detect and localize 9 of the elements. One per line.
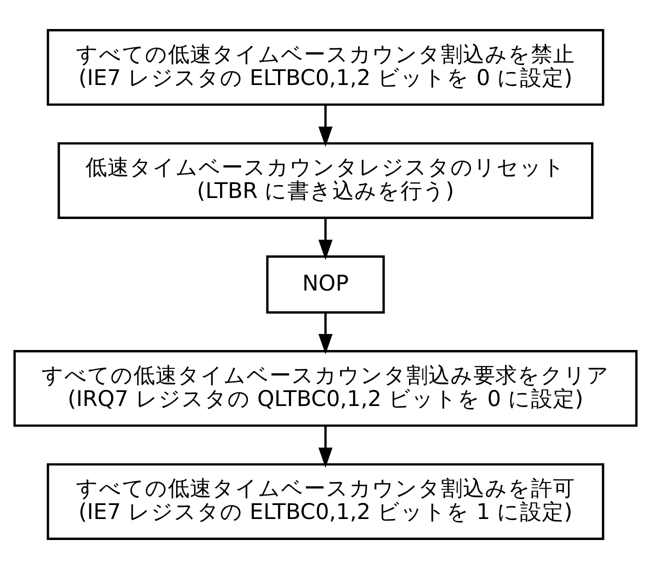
node-box: 低速タイムベースカウンタレジスタのリセット (LTBR に書き込みを行う)	[58, 142, 594, 219]
arrow	[318, 426, 333, 468]
node-box: すべての低速タイムベースカウンタ割込みを許可 (IE7 レジスタの ELTBC0,1,2 ビットを 1 に設定)	[46, 463, 604, 540]
node-box: すべての低速タイムベースカウンタ割込みを禁止 (IE7 レジスタの ELTBC0,1,2 ビットを 0 に設定)	[46, 29, 604, 106]
node-box: すべての低速タイムベースカウンタ割込み要求をクリア (IRQ7 レジスタの QLTBC0,1,2 ビットを 0 に設定)	[13, 350, 638, 427]
arrow	[318, 105, 333, 147]
node-box: NOP	[266, 255, 385, 314]
arrow	[318, 312, 333, 354]
arrow	[318, 218, 333, 260]
